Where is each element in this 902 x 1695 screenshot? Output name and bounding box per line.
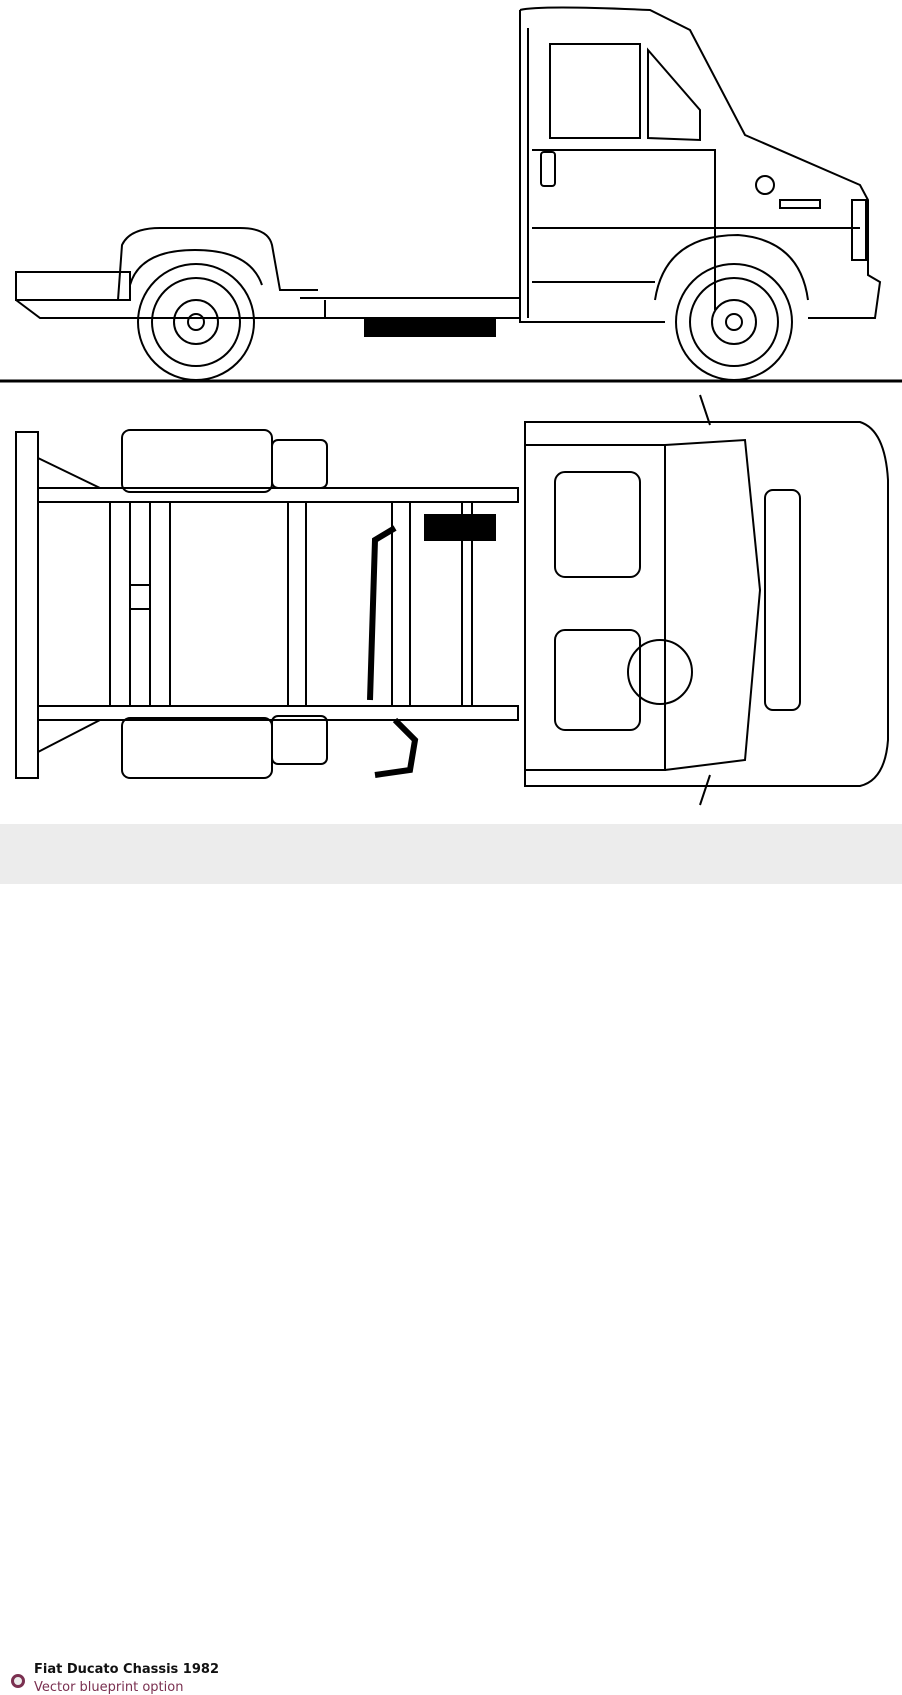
radio-circle-icon[interactable] xyxy=(11,1674,25,1688)
front-wheel xyxy=(675,263,793,381)
side-view xyxy=(0,6,902,383)
top-view xyxy=(15,394,889,806)
blueprint-drawing xyxy=(0,6,902,806)
rear-wheel xyxy=(137,263,255,381)
caption-subtitle: Vector blueprint option xyxy=(34,1680,184,1695)
caption-bar: Fiat Ducato Chassis 1982 Vector blueprin… xyxy=(0,824,902,1695)
caption-title: Fiat Ducato Chassis 1982 xyxy=(34,1662,219,1677)
